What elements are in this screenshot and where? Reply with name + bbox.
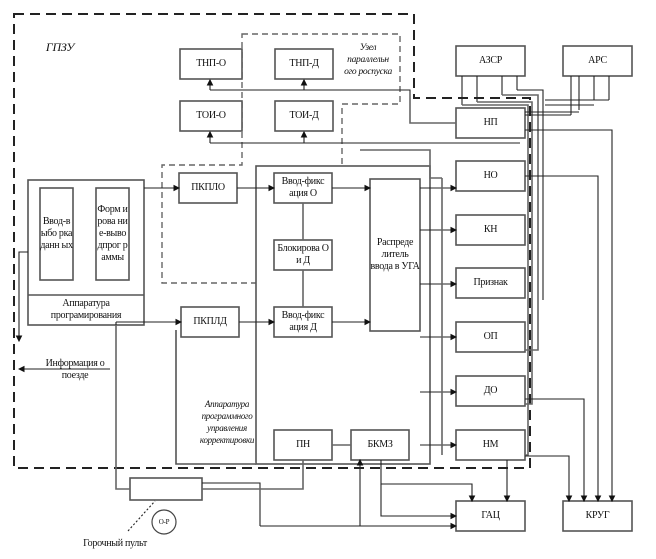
block-tnp-o [179, 48, 243, 80]
distributor-label: Распреде литель ввода в УГА [370, 237, 420, 272]
block-bkmz [350, 429, 410, 461]
op-label: ОП [483, 331, 498, 342]
input-fix-o-label: Ввод-фикс ация О [281, 176, 325, 199]
parallel-node-label: Узел параллельн ого роспуска [344, 43, 392, 77]
pkpl-o-label: ПКПЛО [191, 182, 225, 193]
block-priznak [455, 267, 526, 299]
nm-label: НМ [482, 439, 499, 450]
programming-hw-label: Аппаратура програмирования [50, 298, 122, 321]
o-r-circle [151, 509, 177, 535]
no-label: НО [483, 170, 498, 181]
toi-d-label: ТОИ-Д [289, 110, 319, 121]
block-ars [562, 45, 633, 77]
pkpl-d-label: ПКПЛД [193, 316, 227, 327]
block-toi-o [179, 100, 243, 132]
gats-label: ГАЦ [481, 510, 500, 521]
blocking-label: Блокирова О и Д [277, 243, 329, 266]
input-fix-d-label: Ввод-фикс ация Д [281, 310, 325, 333]
tnp-o-label: ТНП-О [196, 58, 226, 69]
train-info-label: Информация о поезде [45, 358, 105, 381]
azsr-label: АЗСР [478, 55, 502, 66]
data-input-label: Ввод-выбо рка данн ых [40, 216, 73, 251]
hump-console [129, 477, 203, 501]
gpzu-label: ГПЗУ [45, 40, 75, 54]
toi-o-label: ТОИ-О [196, 110, 226, 121]
gpzu-region-border [13, 13, 531, 469]
program-form-label: Форм ирова ние-выво дпрог раммы [97, 204, 128, 263]
block-np [455, 107, 526, 139]
program-control-label: Аппаратура программного управления корре… [199, 399, 255, 445]
pn-label: ПН [296, 439, 310, 450]
priznak-label: Признак [473, 277, 508, 288]
np-label: НП [483, 117, 498, 128]
block-distributor [369, 178, 421, 332]
block-op [455, 321, 526, 353]
bkmz-label: БКМЗ [367, 439, 393, 450]
block-no [455, 160, 526, 192]
block-gats [455, 500, 526, 532]
kn-label: КН [483, 224, 498, 235]
block-data-input [39, 187, 74, 281]
do-label: ДО [483, 385, 498, 396]
block-kn [455, 214, 526, 246]
block-program-form [95, 187, 130, 281]
block-do [455, 375, 526, 407]
block-toi-d [274, 100, 334, 132]
ars-label: АРС [588, 55, 607, 66]
tnp-d-label: ТНП-Д [289, 58, 319, 69]
krug-label: КРУГ [585, 510, 610, 521]
block-azsr [455, 45, 526, 77]
o-r-label: О-Р [158, 518, 170, 526]
hump-console-label: Горочный пульт [83, 538, 147, 549]
